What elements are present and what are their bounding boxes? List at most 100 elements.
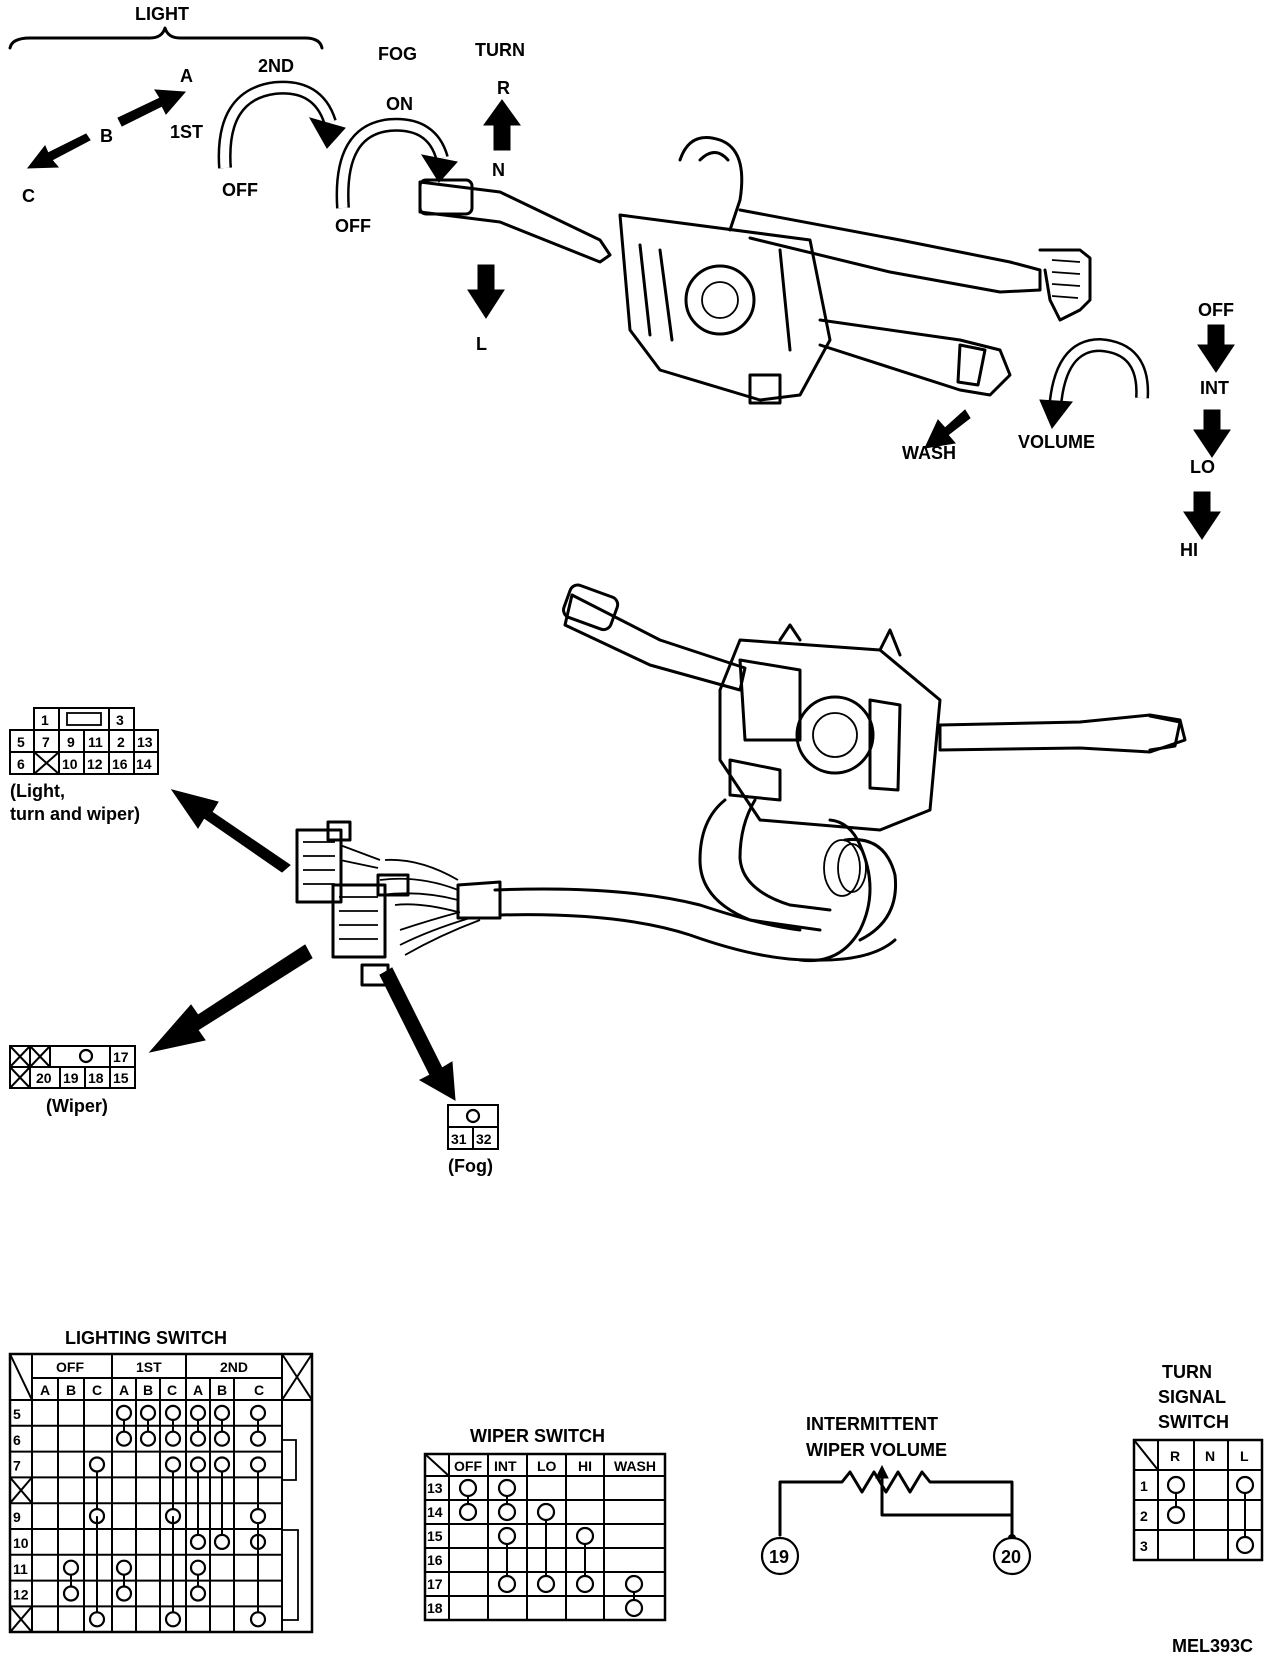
- lighting-group-1st: 1ST: [136, 1359, 162, 1375]
- pin-11: 11: [88, 734, 103, 750]
- lighting-continuity-dot: [164, 1404, 182, 1422]
- caption-main-2: turn and wiper): [10, 804, 140, 824]
- wiper-row-label: 18: [427, 1600, 443, 1616]
- pointer-fog-icon: [379, 967, 456, 1101]
- wiper-continuity-dot: [624, 1598, 644, 1618]
- pin-5: 5: [17, 734, 25, 750]
- curl-volume-arrow-icon: [1039, 399, 1073, 429]
- lighting-continuity-dot: [115, 1559, 133, 1576]
- lighting-sub-c1: C: [92, 1382, 102, 1398]
- turn-title: TURN: [475, 40, 525, 60]
- pin-9: 9: [67, 734, 75, 750]
- connector-fog-pinout: 31 32 (Fog): [447, 1104, 499, 1176]
- lighting-continuity-dot: [164, 1430, 182, 1447]
- switch-assembly-top: [418, 136, 1092, 405]
- pin-16: 16: [112, 756, 128, 772]
- wiper-switch-title: WIPER SWITCH: [470, 1426, 605, 1446]
- lighting-continuity-dot: [213, 1404, 231, 1422]
- lighting-continuity-dot: [213, 1430, 231, 1447]
- wiper-switch-dots: [458, 1478, 644, 1618]
- wiper-continuity-dot: [458, 1502, 478, 1522]
- wiper-col-lo: LO: [537, 1458, 557, 1474]
- terminal-20: [992, 1536, 1032, 1576]
- turn-signal-title-3: SWITCH: [1158, 1412, 1229, 1432]
- figure-code: MEL393C: [1172, 1636, 1253, 1656]
- wiper-continuity-dot: [536, 1574, 556, 1594]
- lighting-continuity-dot: [164, 1456, 182, 1473]
- lighting-sub-a1: A: [40, 1382, 50, 1398]
- lighting-sub-b2: B: [143, 1382, 153, 1398]
- turn-row-3: 3: [1140, 1538, 1148, 1554]
- arrow-c-icon: [26, 133, 91, 169]
- turn-signal-switch-table: TURN SIGNAL SWITCH R N L 1 2 3: [1132, 1362, 1264, 1562]
- lighting-switch-table: LIGHTING SWITCH OFF 1ST 2ND A B C A B C …: [8, 1328, 314, 1634]
- wiper-col-off: OFF: [454, 1458, 482, 1474]
- wiper-continuity-dot: [497, 1502, 517, 1522]
- wiper-continuity-dot: [497, 1574, 517, 1594]
- wiper-row-label: 15: [427, 1528, 443, 1544]
- terminal-20-label: 20: [1001, 1547, 1021, 1567]
- light-control-labels: LIGHT A B C 1ST 2ND OFF: [8, 4, 346, 206]
- arrow-off-int-icon: [1197, 324, 1235, 373]
- pin-17: 17: [113, 1049, 129, 1065]
- curl-2nd-arrow-icon: [308, 117, 346, 149]
- arrow-lo-hi-icon: [1183, 491, 1221, 540]
- pointer-main-icon: [170, 789, 291, 873]
- lighting-continuity-dot: [213, 1533, 231, 1551]
- harness-connectors: [295, 820, 410, 987]
- lighting-continuity-dot: [115, 1430, 133, 1447]
- lighting-row-unused-mark: [9, 1605, 33, 1633]
- pin-18: 18: [88, 1070, 104, 1086]
- wiper-wash: WASH: [902, 443, 956, 463]
- wiper-volume: VOLUME: [1018, 432, 1095, 452]
- wiper-pos-int: INT: [1200, 378, 1229, 398]
- lighting-continuity-dot: [189, 1585, 207, 1602]
- arrow-int-lo-icon: [1193, 409, 1231, 458]
- caption-wiper: (Wiper): [46, 1096, 108, 1116]
- lighting-sub-b3: B: [217, 1382, 227, 1398]
- pin-15: 15: [113, 1070, 129, 1086]
- light-pos-2nd: 2ND: [258, 56, 294, 76]
- lighting-continuity-dot: [115, 1404, 133, 1422]
- wiper-pos-lo: LO: [1190, 457, 1215, 477]
- terminal-19-label: 19: [769, 1547, 789, 1567]
- wiper-pos-hi: HI: [1180, 540, 1198, 560]
- lighting-continuity-dot: [189, 1456, 207, 1473]
- intermittent-title-1: INTERMITTENT: [806, 1414, 938, 1434]
- fog-on: ON: [386, 94, 413, 114]
- intermittent-title-2: WIPER VOLUME: [806, 1440, 947, 1460]
- connector-main-pinout: 1 3 5 7 9 11 2 13 6 10 12 16 14 (Light, …: [9, 707, 159, 824]
- lighting-continuity-dot: [249, 1456, 267, 1473]
- lighting-continuity-dot: [189, 1404, 207, 1422]
- lighting-continuity-dot: [249, 1611, 267, 1628]
- light-pos-off: OFF: [222, 180, 258, 200]
- lighting-continuity-dot: [249, 1404, 267, 1422]
- caption-main-1: (Light,: [10, 781, 65, 801]
- turn-col-r: R: [1170, 1448, 1180, 1464]
- lighting-sub-a3: A: [193, 1382, 203, 1398]
- terminal-19: [760, 1536, 800, 1576]
- lighting-continuity-dot: [88, 1611, 106, 1628]
- lighting-row-label: 9: [13, 1509, 21, 1525]
- lighting-row-unused-mark: [9, 1476, 33, 1504]
- wiper-row-label: 13: [427, 1480, 443, 1496]
- lighting-continuity-dot: [62, 1585, 80, 1602]
- pin-3: 3: [116, 712, 124, 728]
- lighting-row-label: 5: [13, 1406, 21, 1422]
- lighting-row-label: 10: [13, 1535, 29, 1551]
- turn-n: N: [492, 160, 505, 180]
- pin-12: 12: [87, 756, 103, 772]
- lighting-row-label: 6: [13, 1432, 21, 1448]
- lighting-sub-c2: C: [167, 1382, 177, 1398]
- lighting-continuity-dot: [189, 1533, 207, 1551]
- light-pos-c: C: [22, 186, 35, 206]
- lighting-sub-c3: C: [254, 1382, 264, 1398]
- wiper-switch-table: WIPER SWITCH OFF INT LO HI WASH 13141516…: [423, 1426, 667, 1622]
- pin-1: 1: [41, 712, 49, 728]
- light-title: LIGHT: [135, 4, 189, 24]
- wiper-continuity-dot: [458, 1478, 478, 1498]
- lighting-continuity-dot: [88, 1456, 106, 1473]
- light-brace: [8, 26, 324, 50]
- light-pos-a: A: [180, 66, 193, 86]
